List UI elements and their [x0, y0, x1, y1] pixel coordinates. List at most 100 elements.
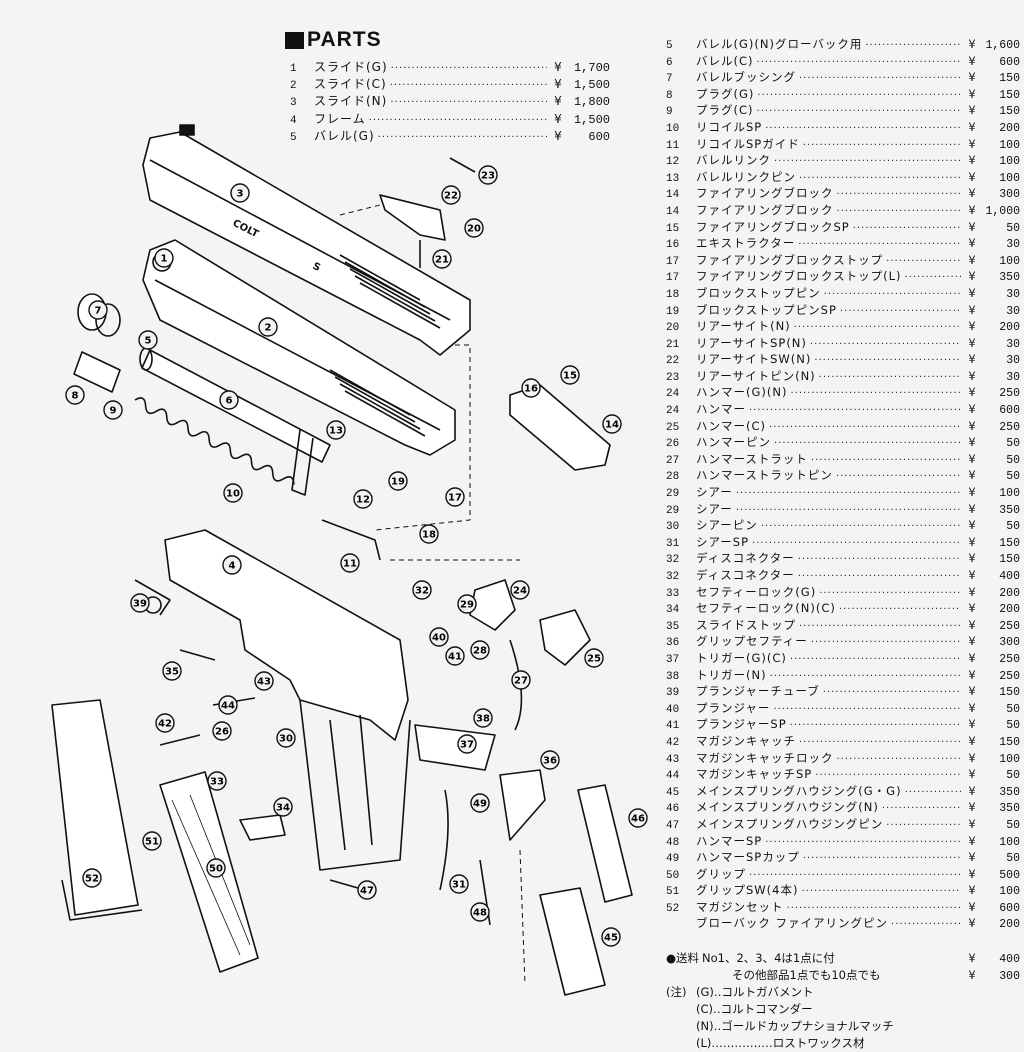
note-row: (C)‥コルトコマンダー [666, 1001, 1020, 1018]
part-price: 350 [999, 785, 1020, 799]
part-number: 25 [666, 421, 680, 434]
callout-number: 32 [415, 586, 429, 597]
currency-symbol: ¥ [968, 717, 976, 732]
callout-number: 11 [343, 559, 357, 570]
part-name: スライド(C) [314, 77, 387, 92]
part-name: プランジャーSP [696, 717, 787, 732]
part-price: 350 [999, 503, 1020, 517]
shipping-line-1: No1、2、3、4は1点に付 [702, 951, 835, 965]
currency-symbol: ¥ [968, 153, 976, 168]
part-number: 10 [666, 122, 680, 135]
callout-number: 34 [276, 803, 290, 814]
part-name: リアーサイト(N) [696, 319, 791, 334]
callout-23: 23 [478, 165, 498, 185]
part-number: 49 [666, 853, 680, 866]
currency-symbol: ¥ [968, 119, 976, 134]
part-row: 25 ハンマー(C) ¥250 [666, 418, 1020, 435]
leader-dots [803, 140, 961, 151]
callout-number: 9 [110, 406, 117, 417]
part-number: 43 [666, 753, 680, 766]
part-name: リアーサイトSW(N) [696, 352, 812, 367]
part-name: プランジャーチューブ [696, 684, 820, 699]
shipping-line-2: その他部品1点でも10点でも [732, 968, 881, 982]
callout-number: 20 [467, 224, 481, 235]
part-number: 35 [666, 620, 680, 633]
part-price: 1,500 [573, 112, 610, 127]
frame-4-illustration [164, 529, 411, 871]
currency-symbol: ¥ [968, 968, 976, 982]
part-price: 50 [1006, 470, 1020, 484]
part-number: 1 [290, 63, 297, 75]
part-price: 1,800 [573, 95, 610, 110]
part-number: 26 [666, 438, 680, 451]
leader-dots [798, 571, 961, 582]
part-number: 8 [666, 89, 673, 102]
callout-number: 1 [161, 254, 168, 265]
callout-36: 36 [540, 750, 560, 770]
part-name: マガジンキャッチ [696, 733, 796, 748]
part-price: 250 [999, 420, 1020, 434]
leader-dots [757, 90, 961, 101]
callout-number: 33 [210, 777, 224, 788]
part-price: 150 [999, 536, 1020, 550]
part-number: 13 [666, 172, 680, 185]
leader-dots [905, 272, 961, 283]
leader-dots [824, 289, 961, 300]
callout-30: 30 [276, 728, 296, 748]
callout-number: 12 [356, 495, 370, 506]
callout-52: 52 [82, 868, 102, 888]
part-name: バレル(C) [696, 53, 754, 68]
currency-symbol: ¥ [968, 103, 976, 118]
slide-3-illustration [142, 124, 471, 356]
callout-51: 51 [142, 831, 162, 851]
currency-symbol: ¥ [968, 269, 976, 284]
leader-dots [810, 339, 961, 350]
part-price: 200 [999, 121, 1020, 135]
part-number: 32 [666, 554, 680, 567]
currency-symbol: ¥ [968, 70, 976, 85]
part-price: 150 [999, 553, 1020, 567]
leader-dots [757, 57, 961, 68]
part-number: 19 [666, 305, 680, 318]
part-name: ファイアリングブロックストップ(L) [696, 269, 902, 284]
note-row: (注) (G)‥コルトガバメント [666, 984, 1020, 1001]
part-name: ディスコネクター [696, 568, 795, 582]
currency-symbol: ¥ [968, 684, 976, 699]
part-name: ハンマー(C) [696, 418, 767, 433]
currency-symbol: ¥ [968, 899, 976, 914]
callout-number: 3 [237, 189, 244, 200]
currency-symbol: ¥ [968, 418, 976, 433]
shipping-row-1: ●送料 No1、2、3、4は1点に付 ¥ 400 [666, 950, 1020, 967]
currency-symbol: ¥ [968, 219, 976, 234]
part-name: トリガー(G)(C) [696, 650, 787, 665]
part-price: 200 [999, 321, 1020, 335]
leader-dots [799, 621, 961, 632]
part-number: 27 [666, 454, 680, 467]
currency-symbol: ¥ [968, 568, 976, 582]
currency-symbol: ¥ [968, 435, 976, 450]
part-name: マガジンセット [696, 899, 784, 914]
currency-symbol: ¥ [968, 634, 976, 649]
part-price: 150 [999, 88, 1020, 102]
note-row: (L)‥‥‥‥‥‥‥‥ロストワックス材 [666, 1035, 1020, 1052]
currency-symbol: ¥ [968, 700, 976, 715]
currency-symbol: ¥ [968, 551, 976, 566]
callout-number: 35 [165, 667, 179, 678]
callout-35: 35 [162, 661, 182, 681]
leader-dots [799, 173, 961, 184]
callout-number: 48 [473, 908, 487, 919]
part-name: グリップセフティー [696, 634, 808, 649]
